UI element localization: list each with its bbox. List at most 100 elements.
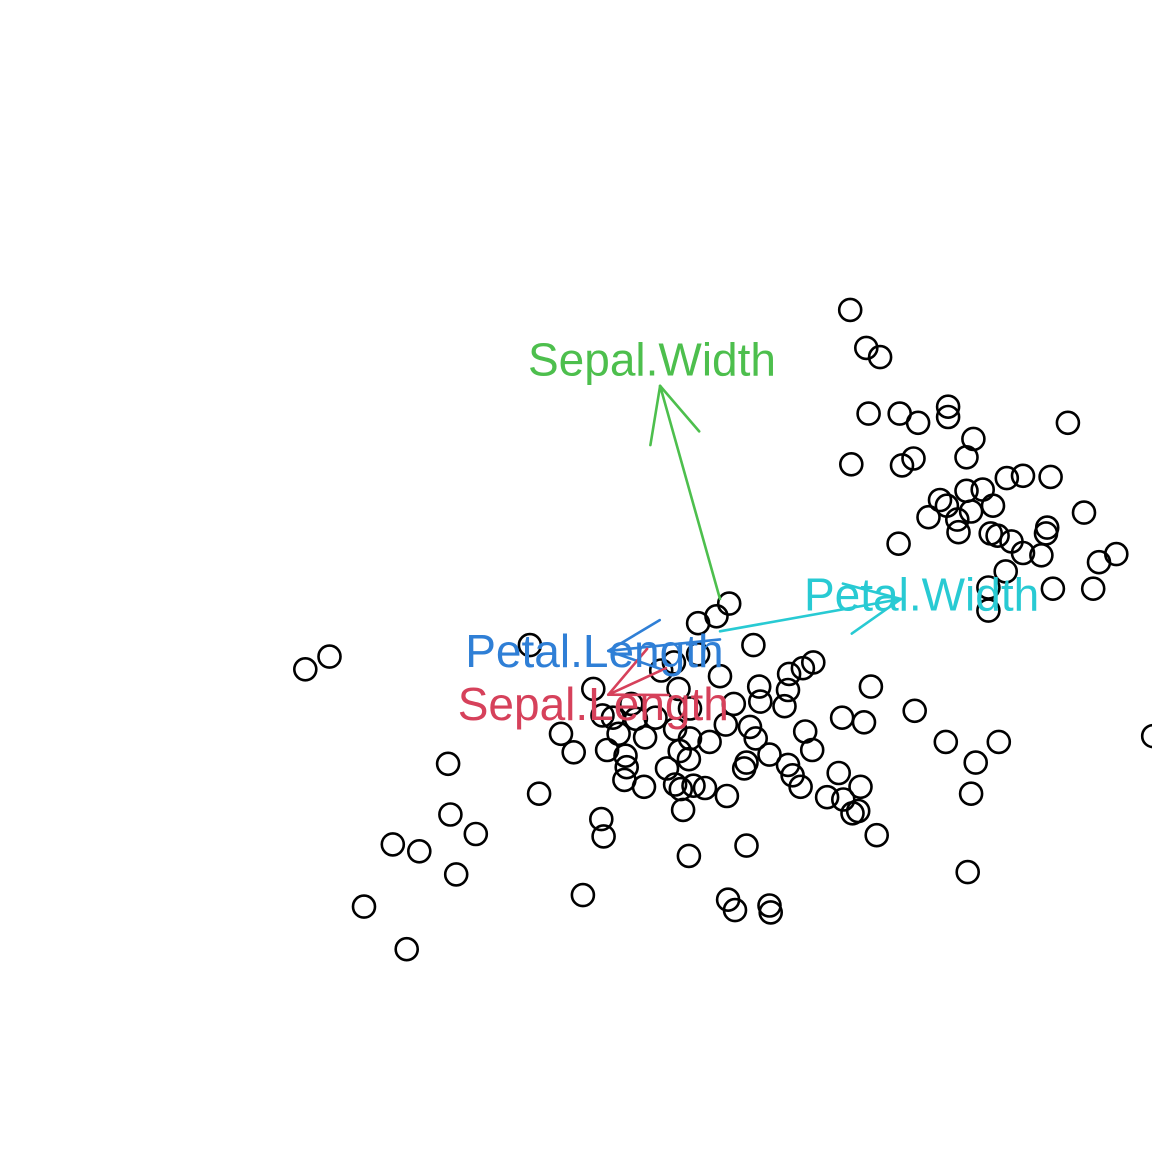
data-point [406,838,432,864]
variable-arrows [606,384,903,697]
arrow-head [606,618,662,653]
data-point [905,410,931,436]
data-point [851,709,877,735]
data-point [800,650,826,675]
data-point [1140,723,1152,749]
data-point [853,335,879,361]
arrow-shaft [658,384,722,601]
data-point [1071,500,1097,525]
data-point [591,824,616,849]
data-point [826,760,852,786]
data-point [963,750,989,775]
data-point [994,465,1020,491]
data-point [933,729,959,755]
label-petal-length: Petal.Length [465,625,723,677]
arrow-shaft [606,638,722,653]
data-point [351,894,377,919]
data-point [1104,541,1129,567]
data-point [685,641,711,667]
data-point [792,719,818,744]
data-point [993,559,1019,584]
data-point [772,693,797,719]
data-point [438,802,463,827]
data-point [613,743,638,769]
data-point [463,821,489,847]
arrow-shaft [718,597,903,633]
data-point [676,843,702,869]
data-point [776,661,802,687]
arrow-sepal-width [649,384,722,601]
data-point [517,632,543,658]
data-point [676,746,702,772]
data-point [666,676,691,702]
data-point [648,658,674,683]
data-point [743,726,769,751]
data-point [667,738,693,764]
arrow-head [850,597,903,635]
data-point [985,523,1010,549]
data-point [707,663,733,689]
data-point [867,344,893,370]
data-point [746,674,772,699]
arrow-head [658,384,701,433]
data-point [394,936,420,962]
data-points [292,297,1152,962]
data-point [677,696,703,721]
data-point [980,493,1006,519]
data-point [697,729,722,755]
data-point [685,610,711,636]
data-point [618,691,644,717]
data-point [722,897,748,923]
data-point [864,822,890,848]
data-point [737,714,763,740]
data-point [561,739,587,765]
data-point [1029,542,1054,568]
data-point [1010,463,1036,489]
data-point [443,862,469,887]
arrow-head [649,384,662,447]
data-point [600,705,626,731]
arrow-head [606,647,649,697]
data-point [837,297,863,323]
data-point [788,774,813,800]
data-point [662,772,688,797]
data-point [580,676,606,702]
data-point [916,504,941,530]
data-point [716,591,742,616]
data-point [614,754,640,780]
data-point [901,446,926,471]
data-point [814,784,840,810]
data-point [935,394,961,420]
data-point [681,773,706,799]
data-point [845,798,871,824]
data-point [1040,576,1066,602]
data-point [886,531,911,557]
data-point [775,677,801,703]
data-point [606,721,631,747]
data-point [1038,464,1063,490]
data-point [858,674,884,699]
arrow-petal-width [718,582,903,635]
data-point [570,882,596,908]
data-point [713,712,739,737]
arrow-shaft [606,666,668,697]
data-point [856,401,881,426]
data-point [958,781,984,807]
data-point [588,806,614,832]
data-point [954,444,979,470]
data-point [590,703,615,728]
data-point [944,507,970,532]
data-point [526,781,552,807]
variable-labels: Sepal.WidthPetal.WidthPetal.LengthSepal.… [458,333,1039,730]
data-point [747,689,773,714]
data-point [927,487,953,513]
data-point [594,737,620,763]
label-sepal-length: Sepal.Length [458,678,729,730]
data-point [661,650,687,675]
data-point [976,598,1001,623]
data-point [1010,540,1036,566]
data-point [958,499,984,524]
data-point [946,519,971,545]
